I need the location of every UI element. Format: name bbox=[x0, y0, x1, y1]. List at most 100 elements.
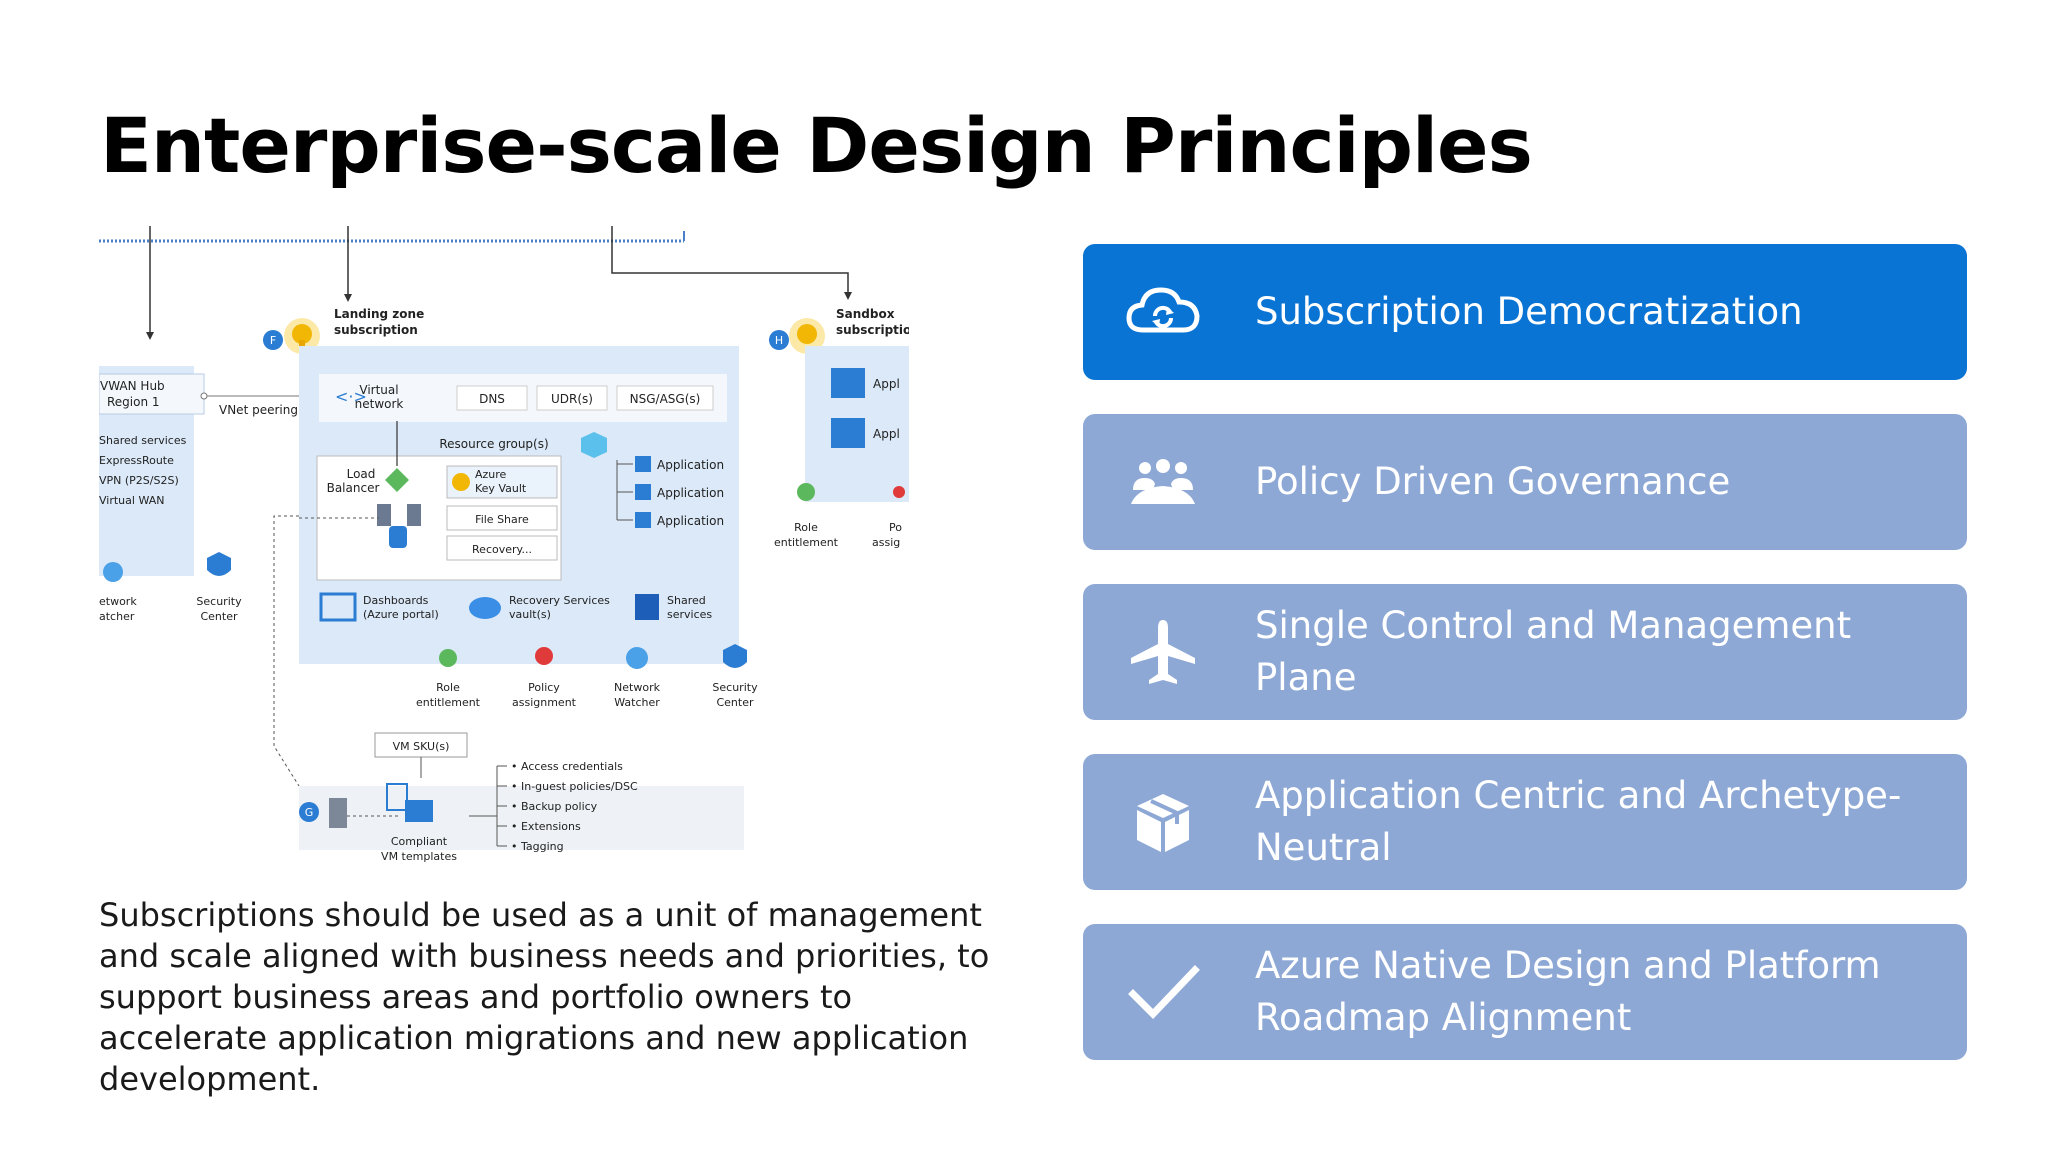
left-network-watcher-label: etwork bbox=[99, 595, 137, 608]
sandbox-label: Sandbox bbox=[836, 307, 895, 321]
package-box-icon bbox=[1123, 782, 1203, 862]
resource-groups-label: Resource group(s) bbox=[439, 437, 548, 451]
application-label: Application bbox=[657, 514, 724, 528]
key-vault-label-2: Key Vault bbox=[475, 482, 527, 495]
checklist-icon bbox=[386, 783, 408, 811]
vm-item: • In-guest policies/DSC bbox=[511, 780, 638, 793]
description-text: Subscriptions should be used as a unit o… bbox=[99, 896, 990, 1098]
policy-label-2: assignment bbox=[512, 696, 577, 709]
database-icon bbox=[389, 526, 407, 548]
cloud-sync-icon bbox=[1123, 272, 1203, 352]
file-share-box: File Share bbox=[475, 513, 529, 526]
key-vault-label: Azure bbox=[475, 468, 507, 481]
sandbox-role-label-2: entitlement bbox=[774, 536, 839, 549]
principle-label: Policy Driven Governance bbox=[1255, 460, 1731, 503]
principle-card-subscription-democratization[interactable]: Subscription Democratization bbox=[1083, 244, 1967, 380]
shared-services-item: VPN (P2S/S2S) bbox=[99, 474, 179, 487]
shared-services-item: Shared services bbox=[99, 434, 187, 447]
role-icon bbox=[439, 649, 457, 667]
key-vault-icon bbox=[452, 473, 470, 491]
sandbox-policy-label-2: assig bbox=[872, 536, 900, 549]
security-center-icon bbox=[723, 644, 747, 668]
sandbox-app-icon bbox=[831, 368, 865, 398]
shield-icon bbox=[207, 552, 231, 576]
vm-server-icon bbox=[329, 798, 347, 828]
load-balancer-label: Load bbox=[347, 467, 376, 481]
shared-services-item: ExpressRoute bbox=[99, 454, 174, 467]
shared-services-label: Shared bbox=[667, 594, 706, 607]
virtual-network-label-2: network bbox=[355, 397, 404, 411]
vm-item: • Backup policy bbox=[511, 800, 598, 813]
sandbox-app-icon bbox=[831, 418, 865, 448]
dashboards-label: Dashboards bbox=[363, 594, 429, 607]
vm-item: • Tagging bbox=[511, 840, 564, 853]
compliant-label: Compliant bbox=[391, 835, 448, 848]
security-center-label: Security bbox=[712, 681, 758, 694]
principle-label: Subscription Democratization bbox=[1255, 290, 1803, 333]
principle-card-policy-driven-governance[interactable]: Policy Driven Governance bbox=[1083, 414, 1967, 550]
sandbox-role-label: Role bbox=[794, 521, 818, 534]
left-security-center-label-2: Center bbox=[200, 610, 238, 623]
recovery-vaults-label-2: vault(s) bbox=[509, 608, 551, 621]
network-watcher-icon bbox=[626, 647, 648, 669]
shared-services-icon bbox=[635, 594, 659, 620]
network-watcher-label: Network bbox=[614, 681, 661, 694]
left-security-center-label: Security bbox=[196, 595, 242, 608]
vwan-label: VWAN Hub bbox=[100, 379, 165, 393]
compliant-label-2: VM templates bbox=[381, 850, 457, 863]
badge-f: F bbox=[270, 334, 276, 347]
policy-label: Policy bbox=[528, 681, 560, 694]
policy-icon bbox=[535, 647, 553, 665]
key-icon bbox=[292, 324, 312, 344]
application-icon bbox=[635, 456, 651, 472]
vnet-icon: <·> bbox=[335, 387, 367, 406]
vm-item: • Extensions bbox=[511, 820, 581, 833]
sandbox-policy-icon bbox=[893, 486, 905, 498]
server-icon bbox=[407, 504, 421, 526]
principle-card-single-control-plane[interactable]: Single Control and Management Plane bbox=[1083, 584, 1967, 720]
slide-title: Enterprise-scale Design Principles bbox=[100, 101, 1533, 190]
checkmark-icon bbox=[1123, 952, 1203, 1032]
server-icon bbox=[377, 504, 391, 526]
badge-g: G bbox=[305, 806, 314, 819]
virtual-network-label: Virtual bbox=[359, 383, 398, 397]
dashboard-icon bbox=[319, 592, 357, 622]
network-watcher-label-2: Watcher bbox=[614, 696, 660, 709]
monitor-icon bbox=[405, 800, 433, 822]
application-label: Application bbox=[657, 458, 724, 472]
dns-box: DNS bbox=[479, 392, 505, 406]
security-center-label-2: Center bbox=[716, 696, 754, 709]
vm-item: • Access credentials bbox=[511, 760, 623, 773]
load-balancer-label-2: Balancer bbox=[327, 481, 380, 495]
application-icon bbox=[635, 484, 651, 500]
shared-services-item: Virtual WAN bbox=[99, 494, 164, 507]
sandbox-label-2: subscriptio bbox=[836, 323, 909, 337]
globe-icon bbox=[103, 562, 123, 582]
dashboards-label-2: (Azure portal) bbox=[363, 608, 439, 621]
application-label: Application bbox=[657, 486, 724, 500]
principle-card-azure-native-design[interactable]: Azure Native Design and Platform Roadmap… bbox=[1083, 924, 1967, 1060]
badge-h: H bbox=[775, 334, 783, 347]
principle-card-application-centric[interactable]: Application Centric and Archetype-Neutra… bbox=[1083, 754, 1967, 890]
sandbox-policy-label: Po bbox=[889, 521, 902, 534]
sandbox-key-icon bbox=[797, 324, 817, 344]
left-network-watcher-label-2: atcher bbox=[99, 610, 135, 623]
sandbox-app-label: Appl bbox=[873, 427, 900, 441]
application-icon bbox=[635, 512, 651, 528]
role-label-2: entitlement bbox=[416, 696, 481, 709]
load-balancer-icon bbox=[385, 468, 409, 492]
sandbox-role-icon bbox=[797, 483, 815, 501]
vm-sku-box: VM SKU(s) bbox=[393, 740, 450, 753]
airplane-icon bbox=[1123, 612, 1203, 692]
recovery-box: Recovery... bbox=[472, 543, 532, 556]
principle-label: Single Control and Management Plane bbox=[1255, 604, 1852, 699]
recovery-vault-icon bbox=[469, 597, 501, 619]
udr-box: UDR(s) bbox=[551, 392, 593, 406]
principle-label: Azure Native Design and Platform Roadmap… bbox=[1255, 944, 1881, 1039]
landing-zone-label-2: subscription bbox=[334, 323, 418, 337]
people-group-icon bbox=[1123, 442, 1203, 522]
role-label: Role bbox=[436, 681, 460, 694]
architecture-diagram-svg: VWAN Hub Region 1 Shared services Expres… bbox=[99, 226, 909, 863]
landing-zone-label: Landing zone bbox=[334, 307, 424, 321]
cube-icon bbox=[581, 432, 607, 458]
